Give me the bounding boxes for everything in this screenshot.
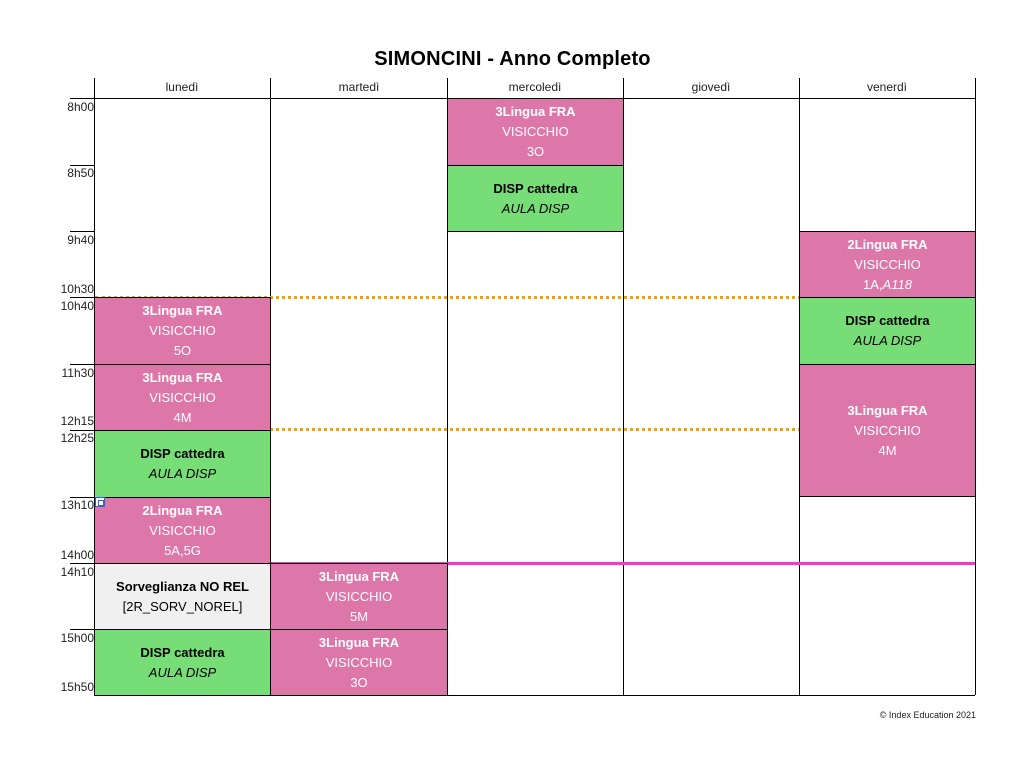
lesson-subject: Sorveglianza NO REL xyxy=(116,578,249,594)
lesson-class-room: 1A,A118 xyxy=(863,275,912,295)
time-label: 8h50 xyxy=(67,166,94,180)
disp-block[interactable]: DISP cattedra AULA DISP xyxy=(799,297,976,365)
lesson-teacher: VISICCHIO xyxy=(854,256,921,272)
break-line-midday xyxy=(95,428,975,431)
lesson-teacher: VISICCHIO xyxy=(149,522,216,538)
lesson-subject: 3Lingua FRA xyxy=(318,634,400,650)
lesson-teacher: VISICCHIO xyxy=(325,654,393,670)
lesson-teacher: VISICCHIO xyxy=(149,323,216,338)
time-tick xyxy=(70,430,95,431)
lesson-block[interactable]: 3Lingua FRA VISICCHIO 3O xyxy=(270,629,448,696)
time-label: 15h50 xyxy=(60,680,94,694)
time-label: 13h10 xyxy=(60,498,94,512)
time-label: 14h00 xyxy=(60,548,94,562)
lesson-class: 4M xyxy=(878,442,897,458)
lesson-class: 3O xyxy=(526,144,545,159)
lesson-block[interactable]: 3Lingua FRA VISICCHIO 3O xyxy=(447,98,624,166)
lesson-subject: 2Lingua FRA xyxy=(847,236,928,252)
time-tick xyxy=(70,165,95,166)
page-title: SIMONCINI - Anno Completo xyxy=(374,48,651,70)
lesson-block[interactable]: 3Lingua FRA VISICCHIO 4M xyxy=(799,364,976,497)
time-label: 10h40 xyxy=(60,299,94,313)
lesson-class: 4M xyxy=(173,409,192,425)
lesson-block[interactable]: 2Lingua FRA VISICCHIO 5A,5G xyxy=(94,497,271,564)
time-label: 8h00 xyxy=(67,100,94,114)
lesson-teacher: VISICCHIO xyxy=(854,422,921,438)
lesson-teacher: VISICCHIO xyxy=(325,588,393,604)
grid-line-mer-gio xyxy=(623,78,624,695)
disp-block[interactable]: DISP cattedra AULA DISP xyxy=(94,629,271,696)
lesson-teacher: VISICCHIO xyxy=(502,124,569,139)
day-header-venerdi: venerdì xyxy=(866,80,908,94)
sorveglianza-block[interactable]: Sorveglianza NO REL [2R_SORV_NOREL] xyxy=(94,563,271,630)
lesson-subject: 3Lingua FRA xyxy=(318,568,400,584)
calendar-icon[interactable] xyxy=(95,497,105,507)
lesson-block[interactable]: 3Lingua FRA VISICCHIO 5M xyxy=(270,563,448,630)
lesson-class: 5O xyxy=(173,343,192,358)
day-header-giovedi: giovedì xyxy=(691,80,731,94)
lesson-subject: 3Lingua FRA xyxy=(495,104,576,119)
lesson-class: 5A,5G xyxy=(164,542,201,558)
disp-block[interactable]: DISP cattedra AULA DISP xyxy=(94,430,271,498)
day-header-mercoledi: mercoledì xyxy=(508,80,562,94)
lesson-subject: 3Lingua FRA xyxy=(142,303,223,318)
grid-line-mar-mer xyxy=(447,78,448,695)
lesson-subject: 2Lingua FRA xyxy=(142,502,223,518)
lesson-subject: 3Lingua FRA xyxy=(142,369,223,385)
day-header-martedi: martedì xyxy=(338,80,380,94)
lesson-subject: DISP cattedra xyxy=(845,313,930,328)
copyright-text: © Index Education 2021 xyxy=(879,710,976,720)
time-label: 9h40 xyxy=(67,233,94,247)
lesson-subject: DISP cattedra xyxy=(140,644,225,660)
lesson-room: AULA DISP xyxy=(148,664,217,680)
lesson-room: A118 xyxy=(882,276,912,292)
lesson-block[interactable]: 3Lingua FRA VISICCHIO 4M xyxy=(94,364,271,431)
time-tick xyxy=(70,297,95,298)
lunch-break-line xyxy=(95,562,975,565)
time-label: 11h30 xyxy=(61,366,94,380)
lesson-block[interactable]: 2Lingua FRA VISICCHIO 1A,A118 xyxy=(799,231,976,298)
time-label: 12h15 xyxy=(60,414,94,428)
lesson-subject: 3Lingua FRA xyxy=(847,402,928,418)
lesson-room: AULA DISP xyxy=(148,466,217,481)
time-tick xyxy=(70,231,95,232)
lesson-class: 3O xyxy=(350,674,368,690)
break-line-morning xyxy=(95,296,975,299)
time-tick xyxy=(70,364,95,365)
lesson-detail: [2R_SORV_NOREL] xyxy=(122,598,243,614)
time-label: 14h10 xyxy=(60,565,94,579)
time-tick xyxy=(70,629,95,630)
time-tick xyxy=(70,497,95,498)
lesson-subject: DISP cattedra xyxy=(140,446,225,461)
grid-bottom-line xyxy=(95,695,975,696)
lesson-teacher: VISICCHIO xyxy=(149,389,216,405)
lesson-class: 1A, xyxy=(863,276,883,292)
time-tick xyxy=(70,563,95,564)
lesson-class: 5M xyxy=(349,608,369,624)
lesson-room: AULA DISP xyxy=(501,200,570,216)
time-label: 15h00 xyxy=(60,631,94,645)
lesson-room: AULA DISP xyxy=(853,333,922,348)
lesson-subject: DISP cattedra xyxy=(493,180,578,196)
time-label: 10h30 xyxy=(60,282,94,296)
disp-block[interactable]: DISP cattedra AULA DISP xyxy=(447,165,624,232)
lesson-block[interactable]: 3Lingua FRA VISICCHIO 5O xyxy=(94,297,271,365)
day-header-lunedi: lunedì xyxy=(165,80,199,94)
time-tick xyxy=(70,98,95,99)
time-label: 12h25 xyxy=(60,431,94,445)
